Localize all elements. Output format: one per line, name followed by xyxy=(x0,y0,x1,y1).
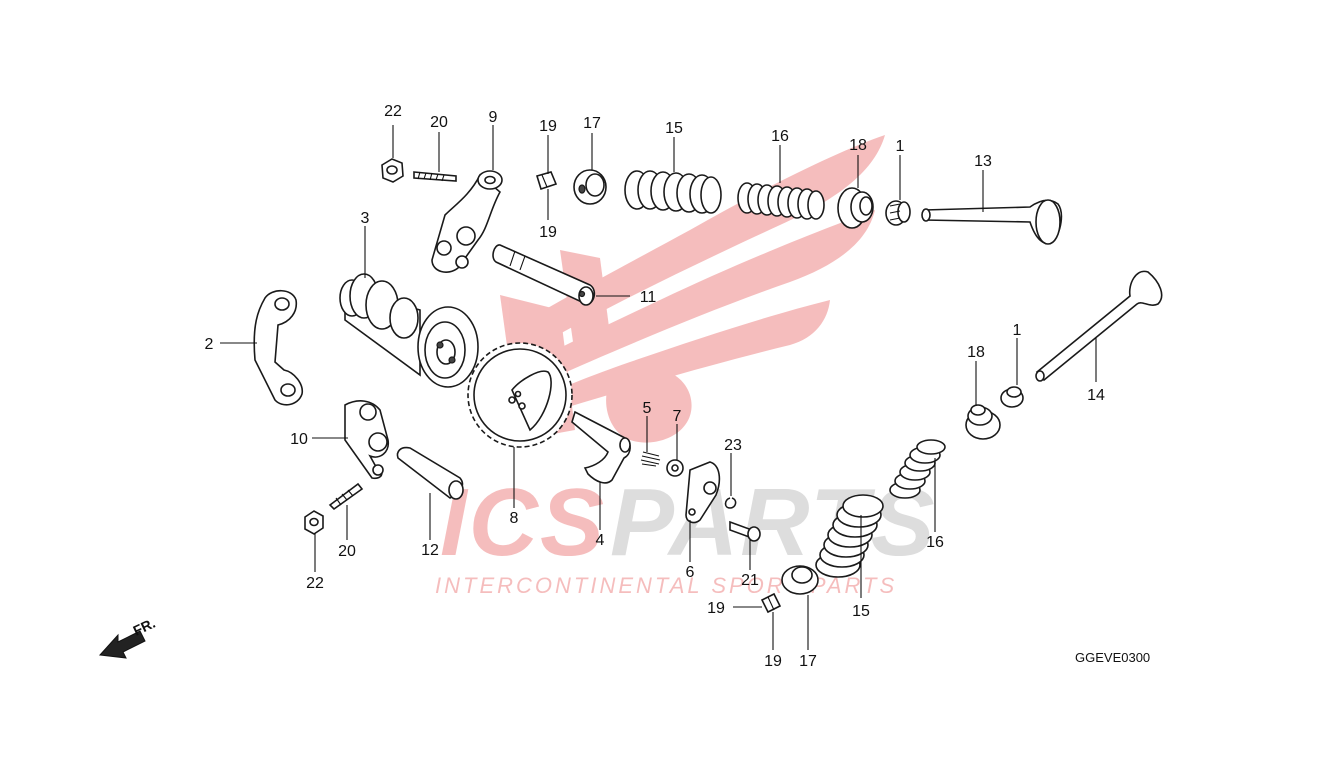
stem-seal-1-top xyxy=(885,200,911,226)
callout-19: 19 xyxy=(764,653,782,670)
callout-18: 18 xyxy=(967,344,985,361)
callout-23: 23 xyxy=(724,437,742,454)
bolt-21 xyxy=(729,520,761,542)
watermark-tagline: INTERCONTINENTAL SPORT PARTS xyxy=(435,573,897,598)
front-label: FR. xyxy=(131,615,158,639)
callout-18: 18 xyxy=(849,137,867,154)
callout-5: 5 xyxy=(643,400,652,417)
callout-12: 12 xyxy=(421,542,439,559)
washer-7 xyxy=(666,459,684,477)
retainer-18-lower xyxy=(965,404,1001,440)
callout-9: 9 xyxy=(489,109,498,126)
callout-1: 1 xyxy=(896,138,905,155)
callout-10: 10 xyxy=(290,431,308,448)
callout-1: 1 xyxy=(1013,322,1022,339)
pin-12 xyxy=(396,446,464,500)
cotter-19-lower xyxy=(760,592,782,614)
rocker-shaft-11 xyxy=(492,244,596,306)
callout-17: 17 xyxy=(583,115,601,132)
callout-22: 22 xyxy=(384,103,402,120)
callout-16: 16 xyxy=(771,128,789,145)
bracket-6 xyxy=(685,461,721,524)
callout-13: 13 xyxy=(974,153,992,170)
valve-13 xyxy=(921,199,1063,245)
front-arrow-icon xyxy=(98,630,146,659)
callout-20: 20 xyxy=(430,114,448,131)
valve-14 xyxy=(1035,270,1163,382)
callout-2: 2 xyxy=(205,336,214,353)
spring-seat-17-top xyxy=(573,169,607,205)
callout-labels: 22 20 9 19 19 17 15 16 18 1 13 3 11 2 1 … xyxy=(205,103,1105,670)
spring-seat-17-lower xyxy=(781,565,819,595)
callout-6: 6 xyxy=(686,564,695,581)
valve-spring-15-top xyxy=(624,170,722,214)
nut-22-lower xyxy=(304,510,324,535)
cam-sprocket-8 xyxy=(467,342,573,448)
inner-spring-16-lower xyxy=(889,439,946,499)
callout-19: 19 xyxy=(539,118,557,135)
callout-4: 4 xyxy=(596,532,605,549)
callout-19: 19 xyxy=(707,600,725,617)
callout-20: 20 xyxy=(338,543,356,560)
leader-lines xyxy=(220,125,1097,650)
callout-3: 3 xyxy=(361,210,370,227)
stud-20-lower xyxy=(328,482,364,511)
camshaft-3 xyxy=(339,273,479,388)
decomp-arm-4 xyxy=(571,410,631,484)
front-direction-marker: FR. xyxy=(98,615,158,659)
valve-spring-15-lower xyxy=(815,494,884,578)
callout-7: 7 xyxy=(673,408,682,425)
callout-19: 19 xyxy=(539,224,557,241)
callout-11: 11 xyxy=(640,289,657,306)
clip-23 xyxy=(724,497,737,509)
cotter-19-top xyxy=(535,171,558,191)
nut-22-top xyxy=(381,158,404,183)
rocker-arm-10 xyxy=(344,400,390,480)
retainer-18-top xyxy=(837,187,874,229)
callout-8: 8 xyxy=(510,510,519,527)
rocker-arm-9 xyxy=(431,170,503,273)
watermark-brand-accent: ICS xyxy=(440,469,606,576)
callout-14: 14 xyxy=(1087,387,1105,404)
callout-15: 15 xyxy=(665,120,683,137)
stud-20-top xyxy=(413,171,457,182)
watermark: ICS PARTS INTERCONTINENTAL SPORT PARTS xyxy=(435,135,937,598)
callout-15: 15 xyxy=(852,603,870,620)
plate-2 xyxy=(253,289,304,406)
inner-spring-16-top xyxy=(737,182,825,220)
stem-seal-1-lower xyxy=(1000,386,1024,408)
spring-5 xyxy=(640,451,661,467)
callout-16: 16 xyxy=(926,534,944,551)
watermark-brand-rest: PARTS xyxy=(610,469,937,576)
callout-21: 21 xyxy=(741,572,759,589)
callout-17: 17 xyxy=(799,653,817,670)
callout-22: 22 xyxy=(306,575,324,592)
part-drawings xyxy=(253,158,1163,614)
diagram-code: GGEVE0300 xyxy=(1075,650,1150,665)
